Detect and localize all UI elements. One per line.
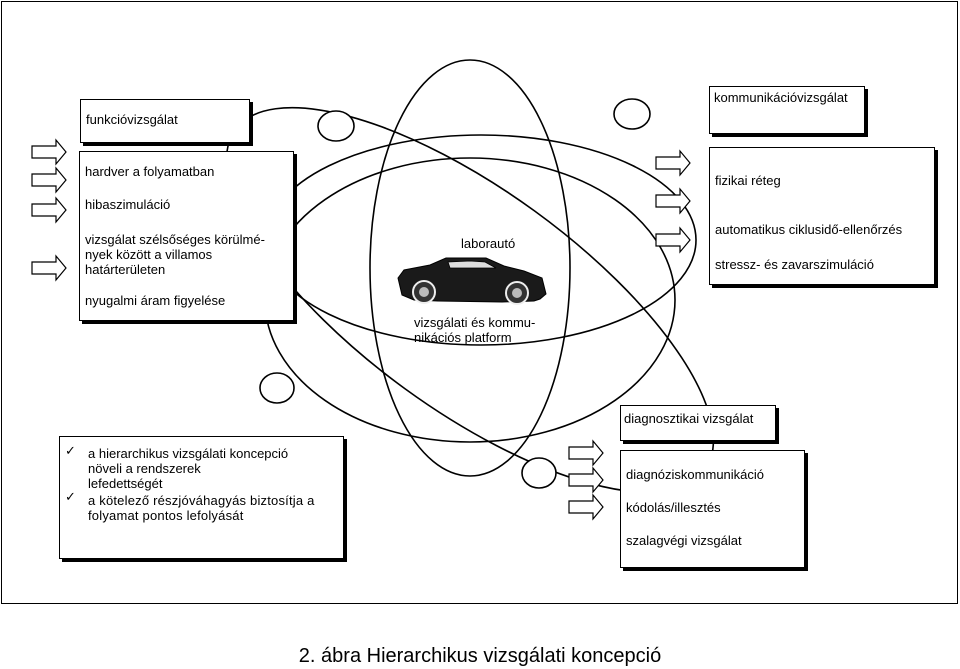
functional-test-title: funkcióvizsgálat — [86, 112, 178, 127]
note-item: a hierarchikus vizsgálati koncepció növe… — [88, 446, 289, 491]
lab-car-label: laborautó — [461, 236, 516, 251]
orbit-vertical — [369, 59, 571, 477]
list-item: fizikai réteg — [715, 173, 781, 188]
figure-caption: 2. ábra Hierarchikus vizsgálati koncepci… — [298, 645, 662, 667]
car-icon — [397, 257, 547, 305]
electron-top — [317, 110, 355, 142]
communication-test-title-box: kommunikációvizsgálat — [709, 86, 865, 134]
diagram-frame — [1, 1, 958, 604]
list-item: diagnóziskommunikáció — [626, 467, 765, 482]
check-icon: ✓ — [65, 489, 76, 504]
arrow-icon — [568, 439, 604, 521]
list-item: kódolás/illesztés — [626, 500, 721, 515]
list-item: hardver a folyamatban — [85, 164, 215, 179]
note-item: a kötelező részjóváhagyás biztosítja a f… — [88, 493, 315, 523]
diagnostic-test-title-box: diagnosztikai vizsgálat — [620, 405, 776, 441]
electron-right — [613, 98, 651, 130]
communication-test-list-box: fizikai réteg automatikus ciklusidő-elle… — [709, 147, 935, 285]
diagnostic-test-title: diagnosztikai vizsgálat — [624, 411, 754, 426]
list-item: hibaszimuláció — [85, 197, 171, 212]
list-item: automatikus ciklusidő-ellenőrzés — [715, 222, 903, 237]
check-icon: ✓ — [65, 443, 76, 458]
functional-test-list-box: hardver a folyamatban hibaszimuláció viz… — [79, 151, 294, 321]
communication-test-title: kommunikációvizsgálat — [714, 90, 848, 105]
platform-label: vizsgálati és kommu- nikációs platform — [414, 315, 536, 345]
list-item: nyugalmi áram figyelése — [85, 293, 226, 308]
list-item: vizsgálat szélsőséges körülmé- nyek közö… — [85, 232, 265, 277]
notes-box: ✓ a hierarchikus vizsgálati koncepció nö… — [59, 436, 344, 559]
arrow-icon — [655, 149, 691, 254]
list-item: szalagvégi vizsgálat — [626, 533, 742, 548]
electron-bottom — [521, 457, 557, 489]
arrow-icon — [31, 138, 67, 282]
functional-test-title-box: funkcióvizsgálat — [80, 99, 250, 143]
diagnostic-test-list-box: diagnóziskommunikáció kódolás/illesztés … — [620, 450, 805, 568]
list-item: stressz- és zavarszimuláció — [715, 257, 874, 272]
electron-left — [259, 372, 295, 404]
